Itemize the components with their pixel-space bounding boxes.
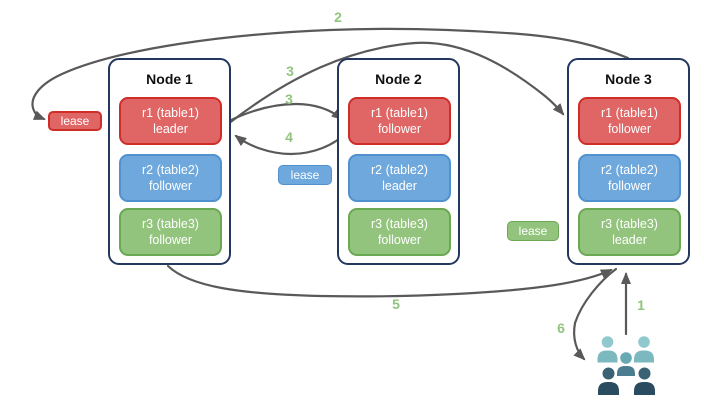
node-1-replica-r1-leader: r1 (table1) leader: [119, 97, 222, 145]
step-label-2: 2: [334, 9, 342, 25]
replica-name: r2 (table2): [142, 162, 199, 177]
node-3-title: Node 3: [605, 71, 652, 87]
replica-name: r3 (table3): [601, 216, 658, 231]
lease-badge-r1: lease: [48, 111, 102, 131]
arrow-step-3-leader-to-node2: [227, 102, 344, 123]
node-2-replica-r2-leader: r2 (table2) leader: [348, 154, 451, 202]
arrow-step-3-leader-to-node3: [226, 41, 565, 126]
node-3-replica-r2-follower: r2 (table2) follower: [578, 154, 681, 202]
node-2-replica-r3-follower: r3 (table3) follower: [348, 208, 451, 256]
node-1-title: Node 1: [146, 71, 193, 87]
node-3-replica-r1-follower: r1 (table1) follower: [578, 97, 681, 145]
step-label-4: 4: [285, 129, 293, 145]
replica-role: leader: [153, 122, 188, 136]
replica-role: follower: [148, 179, 193, 193]
node-1-replica-r3-follower: r3 (table3) follower: [119, 208, 222, 256]
users-icon: [597, 336, 655, 395]
replica-role: leader: [382, 179, 417, 193]
replica-name: r1 (table1): [142, 105, 199, 120]
replica-role: follower: [607, 122, 652, 136]
node-2: Node 2 r1 (table1) follower r2 (table2) …: [337, 58, 460, 265]
replica-name: r1 (table1): [371, 105, 428, 120]
step-label-6: 6: [557, 320, 565, 336]
arrow-step-2-node3-to-lease1: [31, 27, 630, 121]
step-label-3a: 3: [286, 63, 294, 79]
replica-name: r3 (table3): [142, 216, 199, 231]
node-2-replica-r1-follower: r1 (table1) follower: [348, 97, 451, 145]
node-1-replica-r2-follower: r2 (table2) follower: [119, 154, 222, 202]
step-label-5: 5: [392, 296, 400, 312]
lease-badge-r3: lease: [507, 221, 559, 241]
replica-role: follower: [377, 233, 422, 247]
step-label-3b: 3: [285, 91, 293, 107]
arrow-step-6-node3-to-users: [573, 267, 618, 361]
lease-badge-r2: lease: [278, 165, 332, 185]
replica-role: leader: [612, 233, 647, 247]
node-3-replica-r3-leader: r3 (table3) leader: [578, 208, 681, 256]
replica-name: r2 (table2): [601, 162, 658, 177]
arrow-step-4-node2-to-leader: [234, 129, 350, 156]
replica-role: follower: [607, 179, 652, 193]
node-2-title: Node 2: [375, 71, 422, 87]
node-3: Node 3 r1 (table1) follower r2 (table2) …: [567, 58, 690, 265]
node-1: Node 1 r1 (table1) leader r2 (table2) fo…: [108, 58, 231, 265]
replica-role: follower: [377, 122, 422, 136]
replica-name: r1 (table1): [601, 105, 658, 120]
arrow-step-5-node1-to-node3: [166, 264, 613, 298]
replica-name: r2 (table2): [371, 162, 428, 177]
replica-name: r3 (table3): [371, 216, 428, 231]
replica-role: follower: [148, 233, 193, 247]
step-label-1: 1: [637, 297, 645, 313]
